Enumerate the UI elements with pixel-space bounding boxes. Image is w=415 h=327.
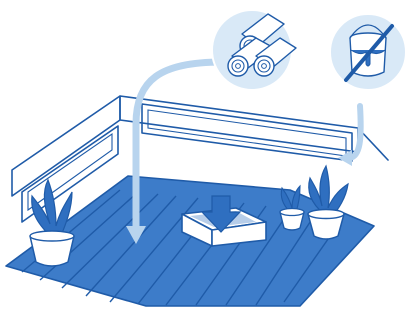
no-paint-bucket-icon	[330, 14, 406, 90]
stacked-logs-icon	[212, 10, 296, 90]
